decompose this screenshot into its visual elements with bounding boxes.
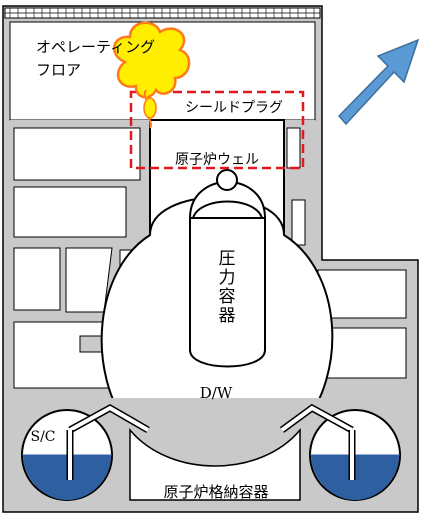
roof-truss [4,7,321,19]
pressure-vessel-label-char-3: 容 [219,287,236,307]
arrow-icon [337,38,420,126]
shield-plug-label: シールドプラグ [185,100,283,116]
reactor-well-label: 原子炉ウェル [175,152,259,168]
containment-vessel-label: 原子炉格納容器 [163,483,268,501]
shield-plug-region [129,90,305,170]
explosion-cloud-icon [113,21,191,129]
left-rooms [13,127,141,389]
pressure-vessel-label-char-1: 圧 [219,249,236,269]
pressure-vessel-label-char-4: 器 [219,306,236,326]
suppression-chamber-right [279,403,401,501]
containment-lower-body [129,427,301,501]
pressure-vessel [189,169,266,368]
operating-floor-label-line2: フロア [36,61,81,79]
operating-floor-label-line1: オペレーティング [36,38,155,56]
suppression-chamber-label: S/C [30,429,55,445]
suppression-chamber-left [21,403,150,501]
pressure-vessel-label-char-2: 力 [219,268,236,288]
drywell-label: D/W [200,384,233,402]
